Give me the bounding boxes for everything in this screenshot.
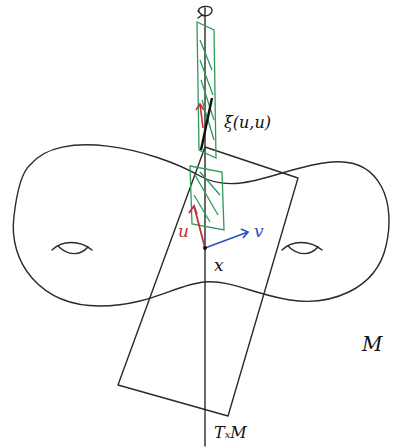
red-small-arrow (196, 104, 204, 128)
label: M (360, 333, 384, 355)
label: v (252, 222, 266, 241)
handle-left-lower (58, 246, 88, 254)
handle-right-lower (288, 246, 318, 254)
vector-u (189, 206, 205, 248)
hatching-lower (194, 172, 220, 222)
surface-outline (13, 145, 389, 306)
bivector-lower (190, 166, 224, 230)
rotation-head (198, 11, 202, 18)
label: TₓM (212, 424, 249, 442)
label: u (176, 222, 191, 241)
point-x (203, 246, 207, 250)
bivector-upper (197, 22, 216, 158)
label: x (212, 256, 226, 275)
vector-v (205, 229, 248, 248)
tangent-plane (118, 147, 298, 416)
label: ξ(u,u) (222, 114, 273, 132)
